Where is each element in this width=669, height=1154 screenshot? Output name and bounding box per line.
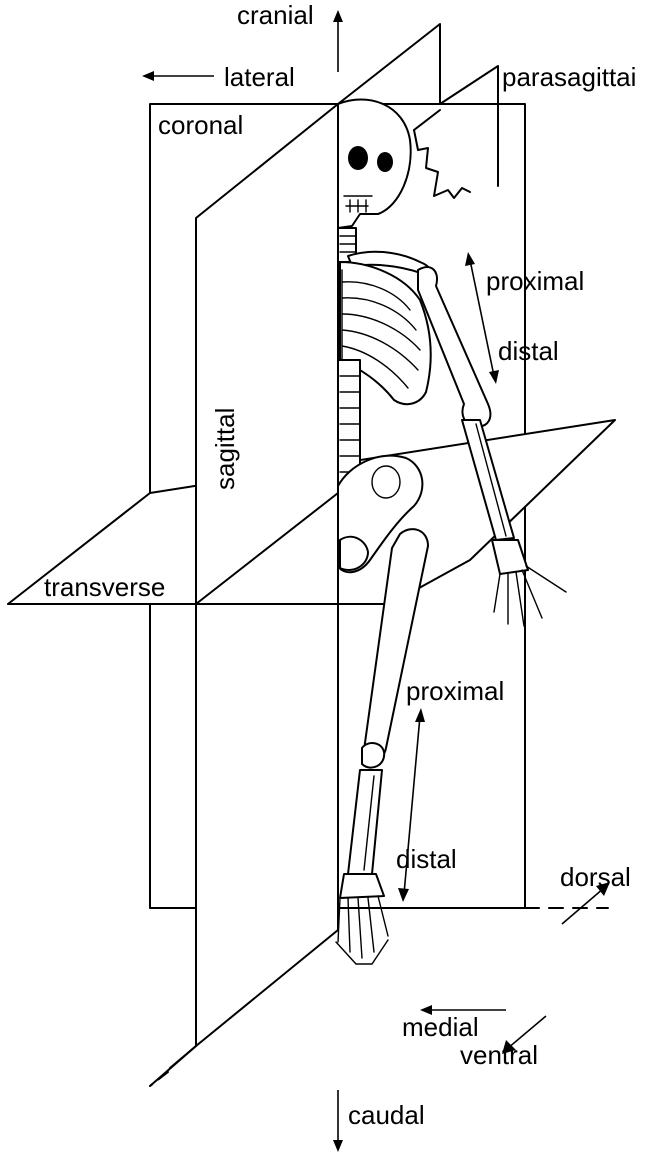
label-transverse: transverse <box>44 572 165 602</box>
label-cranial: cranial <box>237 0 314 30</box>
lateral-arrow <box>142 71 214 81</box>
caudal-arrow <box>333 1090 343 1152</box>
label-proximal-lower: proximal <box>406 676 504 706</box>
label-lateral: lateral <box>224 62 295 92</box>
cranial-arrow <box>333 10 343 72</box>
label-medial: medial <box>402 1012 479 1042</box>
label-proximal-upper: proximal <box>486 266 584 296</box>
label-dorsal: dorsal <box>560 862 631 892</box>
label-ventral: ventral <box>460 1040 538 1070</box>
label-distal-lower: distal <box>396 844 457 874</box>
label-distal-upper: distal <box>498 336 559 366</box>
label-caudal: caudal <box>348 1100 425 1130</box>
label-parasagittal: parasagittai <box>502 62 636 92</box>
label-sagittal: sagittal <box>210 408 240 490</box>
label-coronal: coronal <box>158 110 243 140</box>
